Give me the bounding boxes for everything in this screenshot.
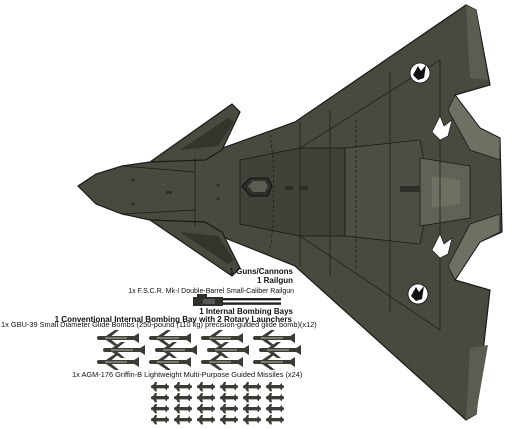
bomb-description: 1x GBU-39 Small Diameter Glide Bombs (25… xyxy=(1,320,317,329)
glide-bomb-icon xyxy=(155,342,197,358)
right-canard xyxy=(147,219,241,277)
missile-icon xyxy=(266,393,284,403)
missile-icon xyxy=(266,404,284,414)
bomb-grid xyxy=(97,330,301,370)
missile-icon xyxy=(220,393,238,403)
eagle-insignia-icon xyxy=(431,233,453,259)
missile-grid xyxy=(151,382,284,425)
glide-bomb-icon xyxy=(201,354,243,370)
missile-icon xyxy=(151,393,169,403)
railgun-description: 1x F.S.C.R. Mk-I Double-Barrel Small-Cal… xyxy=(128,288,294,295)
glide-bomb-icon xyxy=(97,330,139,346)
glide-bomb-icon xyxy=(149,330,191,346)
missile-icon xyxy=(151,404,169,414)
missile-icon xyxy=(197,382,215,392)
missile-icon xyxy=(151,382,169,392)
missile-icon xyxy=(151,415,169,425)
glide-bomb-icon xyxy=(103,342,145,358)
bay-description: 1 Conventional Internal Bombing Bay with… xyxy=(54,315,292,324)
railgun-icon xyxy=(193,294,281,306)
missile-icon xyxy=(243,404,261,414)
eagle-insignia-icon xyxy=(407,283,429,305)
eagle-insignia-icon xyxy=(431,115,453,141)
eagle-insignia-icon xyxy=(409,62,431,84)
missile-icon xyxy=(174,404,192,414)
missile-icon xyxy=(220,415,238,425)
glide-bomb-icon xyxy=(207,342,249,358)
missile-icon xyxy=(220,382,238,392)
railgun-title: 1 Railgun xyxy=(256,276,293,285)
missile-icon xyxy=(266,382,284,392)
missile-icon xyxy=(243,415,261,425)
missile-icon xyxy=(266,415,284,425)
bays-title: 1 Internal Bombing Bays xyxy=(199,307,293,316)
missile-icon xyxy=(220,404,238,414)
left-canard xyxy=(148,103,241,163)
missile-icon xyxy=(197,404,215,414)
missile-icon xyxy=(174,382,192,392)
missile-icon xyxy=(243,393,261,403)
missile-icon xyxy=(174,393,192,403)
glide-bomb-icon xyxy=(149,354,191,370)
missile-description: 1x AGM-176 Griffin-B Lightweight Multi-P… xyxy=(72,370,303,379)
missile-icon xyxy=(197,393,215,403)
glide-bomb-icon xyxy=(253,354,295,370)
glide-bomb-icon xyxy=(253,330,295,346)
glide-bomb-icon xyxy=(97,354,139,370)
missile-icon xyxy=(197,415,215,425)
guns-title: 1 Guns/Cannons xyxy=(229,267,293,276)
glide-bomb-icon xyxy=(259,342,301,358)
missile-icon xyxy=(243,382,261,392)
missile-icon xyxy=(174,415,192,425)
glide-bomb-icon xyxy=(201,330,243,346)
